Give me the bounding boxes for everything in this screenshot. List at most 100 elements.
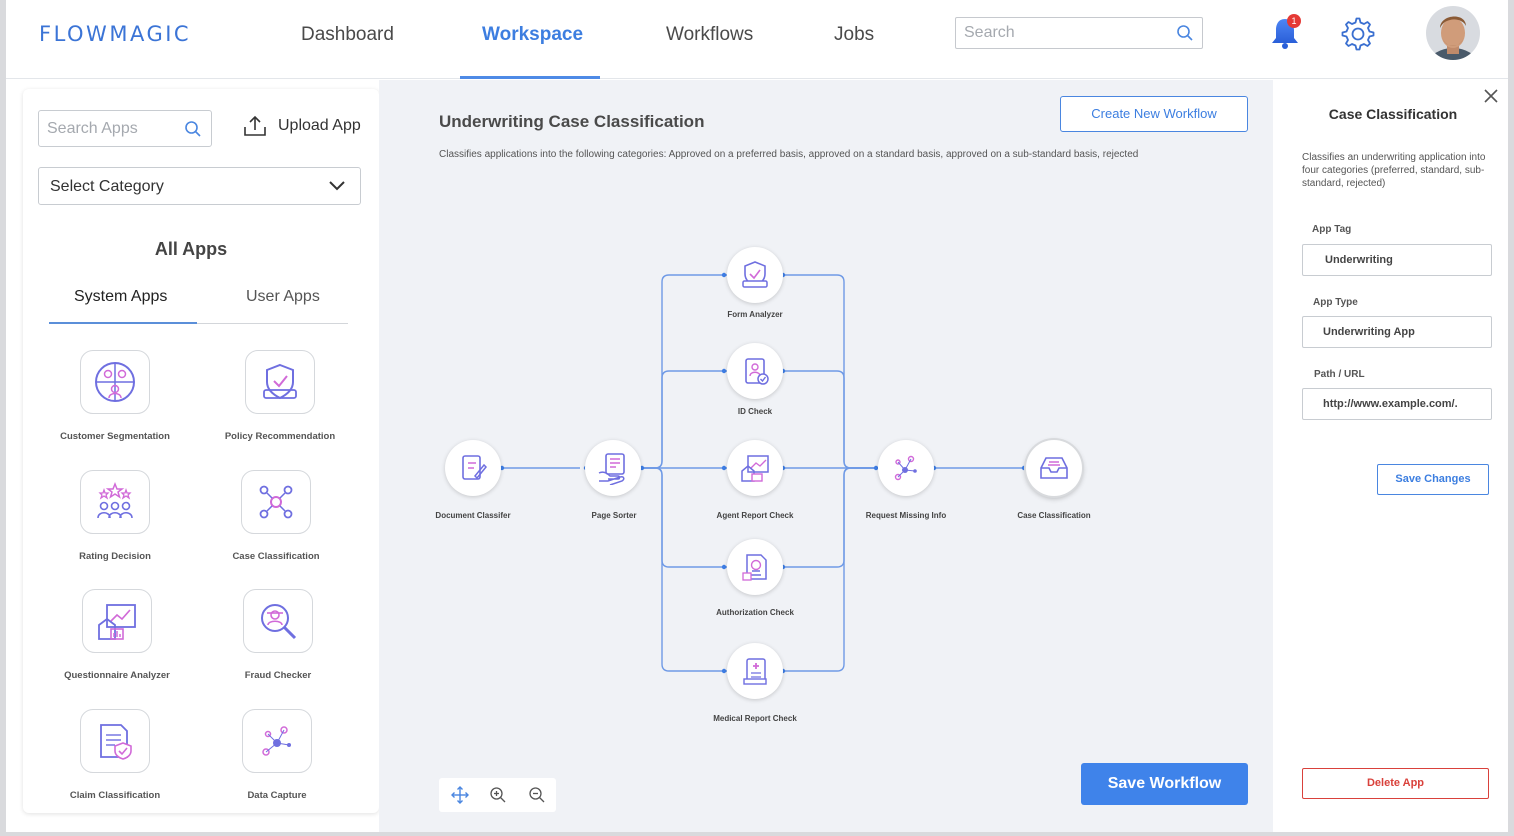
path-url-label: Path / URL xyxy=(1314,369,1365,380)
workflow-canvas[interactable]: Underwriting Case Classification Classif… xyxy=(379,80,1273,832)
app-tile-fraud-checker[interactable]: Fraud Checker xyxy=(198,589,358,681)
category-select-value: Select Category xyxy=(50,178,164,195)
notification-badge: 1 xyxy=(1287,14,1301,28)
search-icon xyxy=(1177,25,1193,41)
app-tile-label: Policy Recommendation xyxy=(224,431,336,442)
tab-system-apps[interactable]: System Apps xyxy=(74,288,168,305)
chevron-down-icon xyxy=(329,181,345,191)
upload-icon xyxy=(244,115,266,136)
node-label: Document Classifer xyxy=(435,511,511,520)
case-classification-icon xyxy=(259,485,293,519)
node-authorization-check[interactable] xyxy=(727,539,783,595)
app-tile-questionnaire-analyzer[interactable]: Questionnaire Analyzer xyxy=(37,589,197,681)
brand-logo[interactable]: FLOWMAGIC xyxy=(39,22,192,46)
create-new-workflow-button[interactable]: Create New Workflow xyxy=(1060,96,1248,132)
nav-workspace[interactable]: Workspace xyxy=(482,24,584,45)
upload-app-button[interactable]: Upload App xyxy=(243,115,361,136)
apps-sidebar: Search Apps Upload App Select Category A… xyxy=(23,89,379,813)
app-details-panel: Case Classification Classifies an underw… xyxy=(1273,80,1508,832)
agent-report-check-icon xyxy=(741,455,769,482)
nav-dashboard[interactable]: Dashboard xyxy=(301,24,394,45)
global-search-input[interactable]: Search xyxy=(955,17,1203,49)
upload-app-label: Upload App xyxy=(278,117,361,134)
top-navigation: FLOWMAGIC Dashboard Workspace Workflows … xyxy=(6,0,1508,79)
node-label: Form Analyzer xyxy=(727,310,783,319)
close-icon[interactable] xyxy=(1483,88,1499,104)
nav-jobs[interactable]: Jobs xyxy=(834,24,875,45)
node-form-analyzer[interactable] xyxy=(727,247,783,303)
workflow-title: Underwriting Case Classification xyxy=(439,112,705,131)
node-label: Agent Report Check xyxy=(716,511,794,520)
app-tile-case-classification[interactable]: Case Classification xyxy=(196,470,356,562)
details-description: Classifies an underwriting application i… xyxy=(1302,152,1486,189)
nav-active-indicator xyxy=(460,76,600,79)
delete-app-button[interactable]: Delete App xyxy=(1302,768,1489,799)
node-medical-report-check[interactable] xyxy=(727,643,783,699)
node-label: Request Missing Info xyxy=(865,511,947,520)
fraud-checker-icon xyxy=(261,604,297,640)
rating-decision-icon xyxy=(97,481,133,519)
inbox-tray-icon xyxy=(1040,457,1068,479)
questionnaire-analyzer-icon xyxy=(98,604,136,640)
move-icon[interactable] xyxy=(451,786,469,804)
policy-recommendation-icon xyxy=(263,363,297,400)
app-type-field[interactable]: Underwriting App xyxy=(1302,316,1492,348)
node-label: Authorization Check xyxy=(716,608,794,617)
app-tile-rating-decision[interactable]: Rating Decision xyxy=(35,470,195,562)
zoom-in-icon[interactable] xyxy=(489,786,507,804)
document-classifier-icon xyxy=(462,455,488,480)
app-tile-label: Claim Classification xyxy=(69,790,161,801)
node-label: Page Sorter xyxy=(591,511,637,520)
app-search-input[interactable]: Search Apps xyxy=(38,110,212,147)
app-tile-label: Questionnaire Analyzer xyxy=(64,670,170,681)
id-check-icon xyxy=(745,358,769,385)
workflow-connections xyxy=(468,272,1027,674)
app-search-placeholder: Search Apps xyxy=(47,120,138,137)
node-document-classifier[interactable] xyxy=(445,440,501,496)
app-tile-data-capture[interactable]: Data Capture xyxy=(197,709,357,801)
app-tag-label: App Tag xyxy=(1312,224,1352,235)
tab-user-apps[interactable]: User Apps xyxy=(246,288,320,305)
search-icon xyxy=(185,121,201,137)
page-sorter-icon xyxy=(598,453,625,485)
node-case-classification[interactable] xyxy=(1026,440,1082,496)
authorization-check-icon xyxy=(742,554,767,581)
nav-workflows[interactable]: Workflows xyxy=(666,24,754,45)
app-type-label: App Type xyxy=(1313,297,1358,308)
all-apps-heading: All Apps xyxy=(154,239,228,259)
node-label: ID Check xyxy=(737,407,773,416)
app-window: FLOWMAGIC Dashboard Workspace Workflows … xyxy=(6,0,1508,832)
category-select[interactable]: Select Category xyxy=(38,167,361,205)
app-tile-policy-recommendation[interactable]: Policy Recommendation xyxy=(200,350,360,442)
request-missing-info-icon xyxy=(894,455,917,481)
claim-classification-icon xyxy=(100,724,132,760)
data-capture-icon xyxy=(262,726,291,756)
medical-report-check-icon xyxy=(743,658,767,685)
canvas-toolbar xyxy=(439,778,556,812)
path-url-field[interactable]: http://www.example.com/. xyxy=(1302,388,1492,420)
save-workflow-button[interactable]: Save Workflow xyxy=(1081,763,1248,805)
app-tile-label: Case Classification xyxy=(232,551,320,562)
app-tile-label: Data Capture xyxy=(247,790,307,801)
tab-divider xyxy=(49,323,348,324)
app-tile-label: Fraud Checker xyxy=(244,670,312,681)
app-tile-claim-classification[interactable]: Claim Classification xyxy=(35,709,195,801)
tab-active-indicator xyxy=(49,322,197,324)
search-placeholder: Search xyxy=(964,24,1015,41)
app-tile-customer-segmentation[interactable]: Customer Segmentation xyxy=(35,350,195,442)
node-page-sorter[interactable] xyxy=(585,440,641,496)
user-avatar[interactable] xyxy=(1426,6,1480,60)
app-tag-field[interactable]: Underwriting xyxy=(1302,244,1492,276)
save-changes-button[interactable]: Save Changes xyxy=(1377,464,1489,495)
app-tile-label: Customer Segmentation xyxy=(60,431,170,442)
workflow-description: Classifies applications into the followi… xyxy=(439,149,1139,160)
customer-segmentation-icon xyxy=(95,362,135,402)
node-id-check[interactable] xyxy=(727,343,783,399)
zoom-out-icon[interactable] xyxy=(528,786,546,804)
node-label: Case Classification xyxy=(1017,511,1091,520)
gear-icon[interactable] xyxy=(1341,17,1375,51)
details-title: Case Classification xyxy=(1328,106,1458,122)
node-label: Medical Report Check xyxy=(713,714,797,723)
node-request-missing-info[interactable] xyxy=(878,440,934,496)
node-agent-report-check[interactable] xyxy=(727,440,783,496)
